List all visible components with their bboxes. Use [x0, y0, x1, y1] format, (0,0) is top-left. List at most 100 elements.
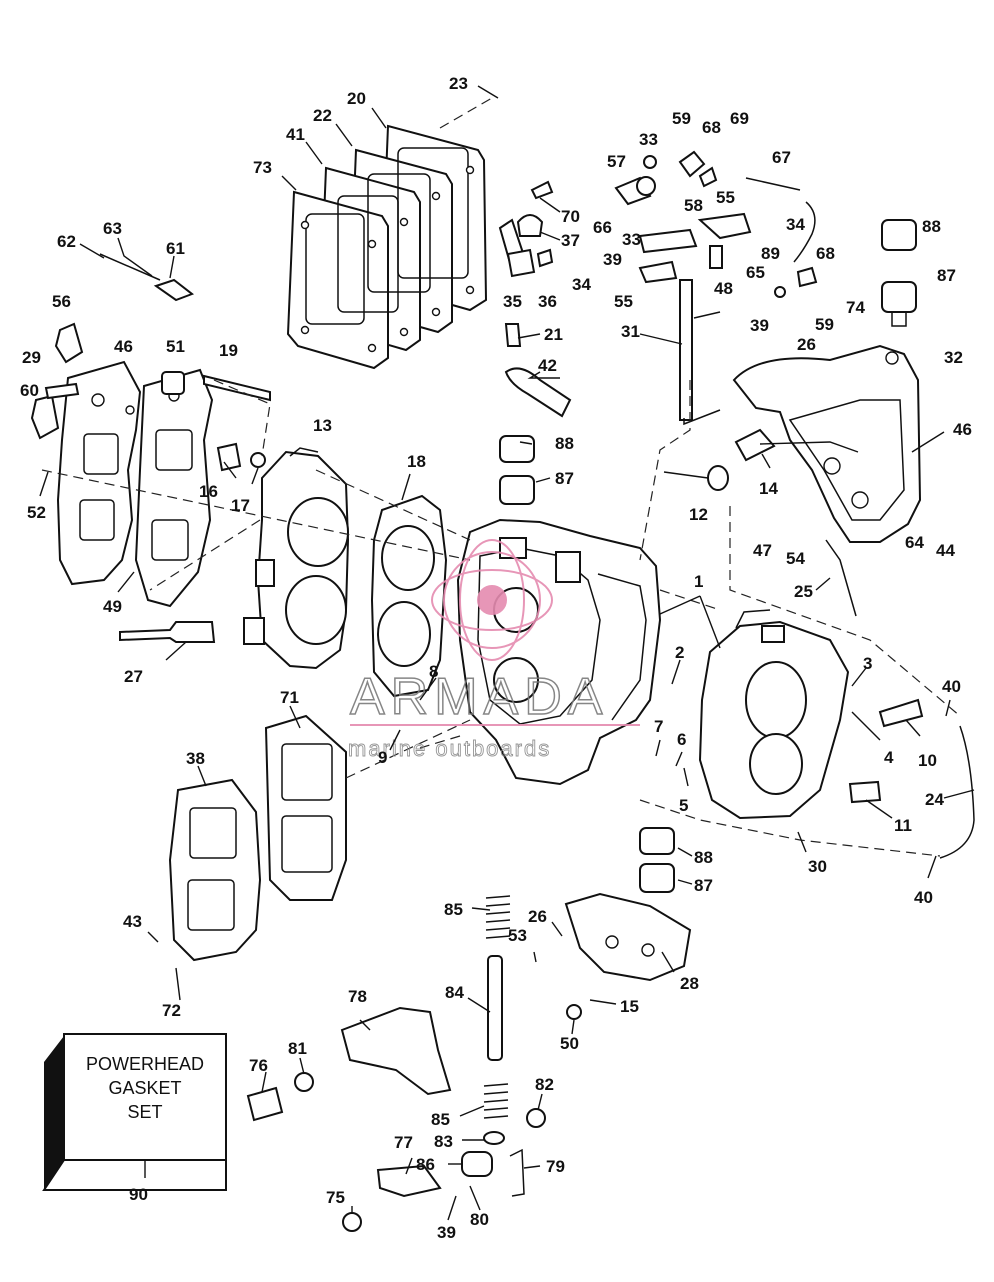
part-label-90: 90 [129, 1185, 148, 1204]
part-label-15: 15 [620, 997, 639, 1016]
part-label-18: 18 [407, 452, 426, 471]
part-label-55: 55 [716, 188, 735, 207]
part-label-85: 85 [444, 900, 463, 919]
part-label-79: 79 [546, 1157, 565, 1176]
mount-cushions [499, 219, 917, 893]
part-label-40b: 40 [914, 888, 933, 907]
part-label-76: 76 [249, 1056, 268, 1075]
part-label-88: 88 [922, 217, 941, 236]
part-label-44: 44 [936, 541, 955, 560]
misc-right-parts [707, 428, 975, 859]
part-label-65: 65 [746, 263, 765, 282]
part-label-75: 75 [326, 1188, 345, 1207]
part-label-34: 34 [786, 215, 805, 234]
part-label-63: 63 [103, 219, 122, 238]
part-label-3: 3 [863, 654, 872, 673]
kit-label-line-1: POWERHEAD [86, 1054, 204, 1074]
part-label-39: 39 [603, 250, 622, 269]
part-label-46: 46 [114, 337, 133, 356]
part-label-8: 8 [429, 662, 438, 681]
part-label-33b: 33 [622, 230, 641, 249]
part-label-20: 20 [347, 89, 366, 108]
part-label-23: 23 [449, 74, 468, 93]
part-label-86: 86 [416, 1155, 435, 1174]
motor-mount-bracket [732, 344, 922, 543]
watermark-sub-text: marine outboards [348, 736, 551, 761]
shaft-and-springs [483, 895, 511, 1145]
part-label-58: 58 [684, 196, 703, 215]
part-label-88c: 88 [694, 848, 713, 867]
part-label-28: 28 [680, 974, 699, 993]
cylinder-head [243, 447, 350, 670]
part-label-68: 68 [702, 118, 721, 137]
part-label-72: 72 [162, 1001, 181, 1020]
part-label-71: 71 [280, 688, 299, 707]
gasket-set-box: POWERHEAD GASKET SET [42, 1033, 227, 1191]
part-label-59: 59 [672, 109, 691, 128]
assembly-guides [41, 379, 961, 857]
head-gasket [370, 494, 448, 698]
part-label-2: 2 [675, 643, 684, 662]
part-label-27: 27 [124, 667, 143, 686]
part-label-22: 22 [313, 106, 332, 125]
part-label-36: 36 [538, 292, 557, 311]
part-label-89: 89 [761, 244, 780, 263]
part-label-51: 51 [166, 337, 185, 356]
part-label-70: 70 [561, 207, 580, 226]
part-labels: 23 20 22 41 73 59 68 69 33 57 67 70 37 6… [20, 74, 972, 1242]
part-label-21: 21 [544, 325, 563, 344]
part-label-24: 24 [925, 790, 944, 809]
part-label-60: 60 [20, 381, 39, 400]
part-label-78: 78 [348, 987, 367, 1006]
lower-mount-bracket [564, 892, 692, 982]
part-label-25: 25 [794, 582, 813, 601]
part-label-84: 84 [445, 983, 464, 1002]
part-label-41: 41 [286, 125, 305, 144]
intake-manifold [168, 714, 347, 962]
part-label-26: 26 [797, 335, 816, 354]
part-label-73: 73 [253, 158, 272, 177]
part-label-1: 1 [694, 572, 703, 591]
part-label-17: 17 [231, 496, 250, 515]
linkage-cluster [498, 150, 818, 426]
part-label-43: 43 [123, 912, 142, 931]
kit-label-line-3: SET [127, 1102, 162, 1122]
part-label-7: 7 [654, 717, 663, 736]
part-label-74: 74 [846, 298, 865, 317]
crankcase-half [698, 609, 850, 820]
crankcase-block [456, 518, 662, 786]
part-label-87b: 87 [555, 469, 574, 488]
part-label-42: 42 [538, 356, 557, 375]
leader-lines [39, 85, 975, 1221]
part-label-62: 62 [57, 232, 76, 251]
part-label-29: 29 [22, 348, 41, 367]
part-label-14: 14 [759, 479, 778, 498]
part-label-32: 32 [944, 348, 963, 367]
part-label-38: 38 [186, 749, 205, 768]
spark-plug [119, 621, 216, 643]
part-label-59b: 59 [815, 315, 834, 334]
part-label-9: 9 [378, 748, 387, 767]
armada-watermark: ARMADA marine outboards [348, 539, 640, 761]
part-label-48: 48 [714, 279, 733, 298]
part-label-16: 16 [199, 482, 218, 501]
part-label-50: 50 [560, 1034, 579, 1053]
part-label-6: 6 [677, 730, 686, 749]
part-label-13: 13 [313, 416, 332, 435]
part-label-35: 35 [503, 292, 522, 311]
part-label-54: 54 [786, 549, 805, 568]
part-label-68b: 68 [816, 244, 835, 263]
part-label-88b: 88 [555, 434, 574, 453]
part-label-57: 57 [607, 152, 626, 171]
part-label-80: 80 [470, 1210, 489, 1229]
part-label-26b: 26 [528, 907, 547, 926]
part-label-64: 64 [905, 533, 924, 552]
part-label-55b: 55 [614, 292, 633, 311]
part-label-11: 11 [894, 816, 912, 835]
part-label-81: 81 [288, 1039, 307, 1058]
part-label-83: 83 [434, 1132, 453, 1151]
part-label-19: 19 [219, 341, 238, 360]
part-label-39b: 39 [750, 316, 769, 335]
part-label-5: 5 [679, 796, 688, 815]
